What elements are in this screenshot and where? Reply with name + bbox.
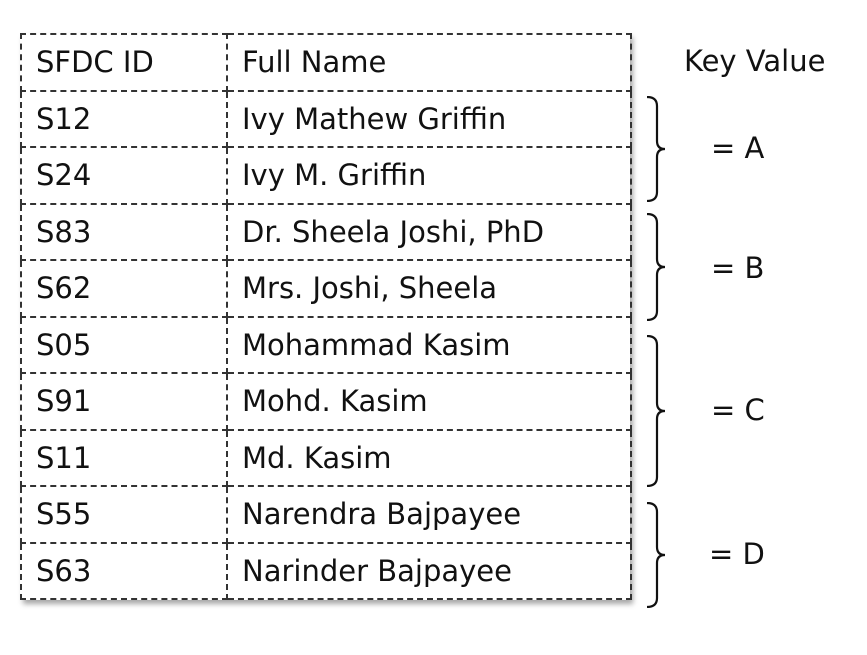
key-label-c: = C bbox=[711, 393, 765, 427]
records-table-container: SFDC ID Full Name S12 Ivy Mathew Griffin… bbox=[20, 33, 632, 600]
header-full-name: Full Name bbox=[226, 33, 632, 92]
cell-sfdc-id: S63 bbox=[20, 541, 228, 600]
key-label-b: = B bbox=[711, 251, 765, 285]
cell-sfdc-id: S05 bbox=[20, 315, 228, 374]
table-row: S24 Ivy M. Griffin bbox=[20, 146, 632, 205]
cell-sfdc-id: S24 bbox=[20, 146, 228, 205]
cell-full-name: Narinder Bajpayee bbox=[226, 541, 632, 600]
table-row: S55 Narendra Bajpayee bbox=[20, 485, 632, 544]
key-label-a: = A bbox=[711, 131, 765, 165]
table-row: S63 Narinder Bajpayee bbox=[20, 541, 632, 600]
brace-group-d-icon bbox=[646, 502, 666, 608]
brace-group-b-icon bbox=[646, 213, 666, 321]
cell-full-name: Md. Kasim bbox=[226, 428, 632, 487]
cell-sfdc-id: S55 bbox=[20, 485, 228, 544]
cell-full-name: Mrs. Joshi, Sheela bbox=[226, 259, 632, 318]
table-row: S62 Mrs. Joshi, Sheela bbox=[20, 259, 632, 318]
cell-sfdc-id: S12 bbox=[20, 89, 228, 148]
cell-sfdc-id: S11 bbox=[20, 428, 228, 487]
key-value-header: Key Value bbox=[684, 44, 826, 78]
cell-sfdc-id: S62 bbox=[20, 259, 228, 318]
key-label-d: = D bbox=[709, 537, 765, 571]
records-table: SFDC ID Full Name S12 Ivy Mathew Griffin… bbox=[20, 33, 632, 600]
cell-full-name: Mohd. Kasim bbox=[226, 372, 632, 431]
cell-sfdc-id: S91 bbox=[20, 372, 228, 431]
cell-full-name: Ivy Mathew Griffin bbox=[226, 89, 632, 148]
table-row: S91 Mohd. Kasim bbox=[20, 372, 632, 431]
cell-full-name: Ivy M. Griffin bbox=[226, 146, 632, 205]
cell-full-name: Dr. Sheela Joshi, PhD bbox=[226, 202, 632, 261]
cell-sfdc-id: S83 bbox=[20, 202, 228, 261]
cell-full-name: Mohammad Kasim bbox=[226, 315, 632, 374]
brace-group-a-icon bbox=[646, 96, 666, 202]
cell-full-name: Narendra Bajpayee bbox=[226, 485, 632, 544]
table-header-row: SFDC ID Full Name bbox=[20, 33, 632, 92]
table-row: S05 Mohammad Kasim bbox=[20, 315, 632, 374]
table-row: S12 Ivy Mathew Griffin bbox=[20, 89, 632, 148]
header-sfdc-id: SFDC ID bbox=[20, 33, 228, 92]
brace-group-c-icon bbox=[646, 335, 666, 487]
table-row: S11 Md. Kasim bbox=[20, 428, 632, 487]
table-row: S83 Dr. Sheela Joshi, PhD bbox=[20, 202, 632, 261]
